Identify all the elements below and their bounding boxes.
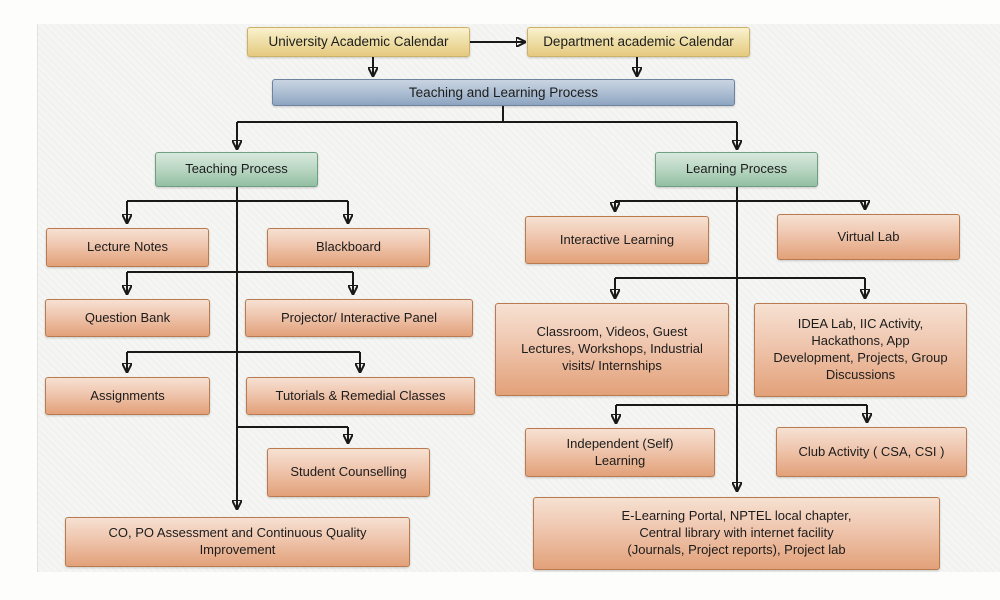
node-label: Tutorials & Remedial Classes xyxy=(275,387,446,403)
node-label: Assignments xyxy=(90,387,165,403)
node-student-counselling: Student Counselling xyxy=(267,448,430,497)
node-label: Department academic Calendar xyxy=(543,34,734,50)
node-label: Independent (Self) Learning xyxy=(566,435,674,468)
node-teaching-process: Teaching Process xyxy=(155,152,318,187)
node-lecture-notes: Lecture Notes xyxy=(46,228,209,267)
node-label: University Academic Calendar xyxy=(268,34,449,50)
node-elearning-portal: E-Learning Portal, NPTEL local chapter, … xyxy=(533,497,940,570)
node-label: Classroom, Videos, Guest Lectures, Works… xyxy=(521,324,703,373)
node-independent-self-learning: Independent (Self) Learning xyxy=(525,428,715,477)
node-label: Interactive Learning xyxy=(559,231,675,247)
node-label: Teaching Process xyxy=(185,161,288,177)
node-blackboard: Blackboard xyxy=(267,228,430,267)
node-department-academic-calendar: Department academic Calendar xyxy=(527,27,750,57)
node-co-po-assessment: CO, PO Assessment and Continuous Quality… xyxy=(65,517,410,567)
slide-canvas xyxy=(37,24,1000,572)
node-label: Student Counselling xyxy=(290,464,407,480)
node-idea-lab-iic-activity: IDEA Lab, IIC Activity, Hackathons, App … xyxy=(754,303,967,397)
node-club-activity: Club Activity ( CSA, CSI ) xyxy=(776,427,967,477)
node-virtual-lab: Virtual Lab xyxy=(777,214,960,260)
node-question-bank: Question Bank xyxy=(45,299,210,337)
node-interactive-learning: Interactive Learning xyxy=(525,216,709,264)
node-label: Club Activity ( CSA, CSI ) xyxy=(798,443,945,459)
node-projector-interactive-panel: Projector/ Interactive Panel xyxy=(245,299,473,337)
node-classroom-videos-guest-lectures: Classroom, Videos, Guest Lectures, Works… xyxy=(495,303,729,396)
node-assignments: Assignments xyxy=(45,377,210,415)
node-label: Teaching and Learning Process xyxy=(408,84,599,100)
node-label: Virtual Lab xyxy=(837,228,900,244)
node-label: E-Learning Portal, NPTEL local chapter, … xyxy=(621,508,852,557)
node-label: CO, PO Assessment and Continuous Quality… xyxy=(108,525,367,557)
node-label: IDEA Lab, IIC Activity, Hackathons, App … xyxy=(773,316,948,382)
node-label: Projector/ Interactive Panel xyxy=(280,309,438,325)
node-learning-process: Learning Process xyxy=(655,152,818,187)
node-label: Question Bank xyxy=(84,309,171,325)
node-label: Blackboard xyxy=(315,239,382,255)
node-teaching-and-learning-process: Teaching and Learning Process xyxy=(272,79,735,106)
node-university-academic-calendar: University Academic Calendar xyxy=(247,27,470,57)
node-tutorials-remedial-classes: Tutorials & Remedial Classes xyxy=(246,377,475,415)
node-label: Lecture Notes xyxy=(87,239,168,255)
node-label: Learning Process xyxy=(685,161,788,177)
